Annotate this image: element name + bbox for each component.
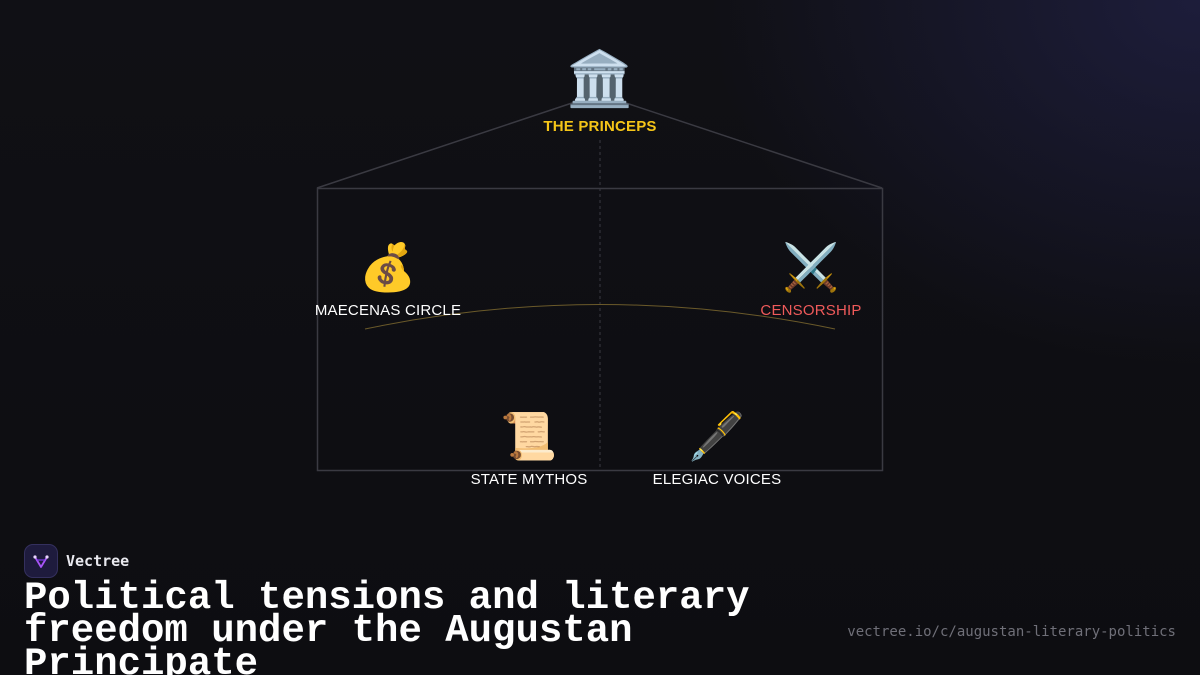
scroll-icon: 📜 — [500, 409, 558, 463]
money-bag-icon: 💰 — [359, 240, 417, 294]
roof-left-line — [316, 100, 579, 189]
node-censorship: ⚔️ CENSORSHIP — [760, 244, 861, 319]
node-state-mythos: 📜 STATE MYTHOS — [471, 413, 588, 488]
source-url: vectree.io/c/augustan-literary-politics — [847, 624, 1176, 640]
roof-right-line — [619, 100, 883, 189]
classical-building-icon: 🏛️ — [566, 47, 634, 110]
brand: Vectree — [24, 544, 129, 578]
brand-name: Vectree — [66, 552, 130, 570]
node-label-censorship: CENSORSHIP — [760, 302, 862, 319]
vectree-logo-icon — [24, 544, 58, 578]
node-elegiac-voices: 🖋️ ELEGIAC VOICES — [653, 413, 782, 488]
node-label-maecenas: MAECENAS CIRCLE — [314, 302, 462, 319]
node-label-mythos: STATE MYTHOS — [470, 471, 588, 488]
tension-arc — [364, 304, 836, 330]
fountain-pen-icon: 🖋️ — [688, 409, 746, 463]
node-label-elegiac: ELEGIAC VOICES — [652, 471, 782, 488]
crossed-swords-icon: ⚔️ — [782, 240, 840, 294]
page-title: Political tensions and literary freedom … — [24, 576, 750, 675]
node-label-princeps: THE PRINCEPS — [543, 118, 657, 135]
node-maecenas-circle: 💰 MAECENAS CIRCLE — [315, 244, 461, 319]
node-the-princeps: 🏛️ THE PRINCEPS — [543, 47, 657, 136]
